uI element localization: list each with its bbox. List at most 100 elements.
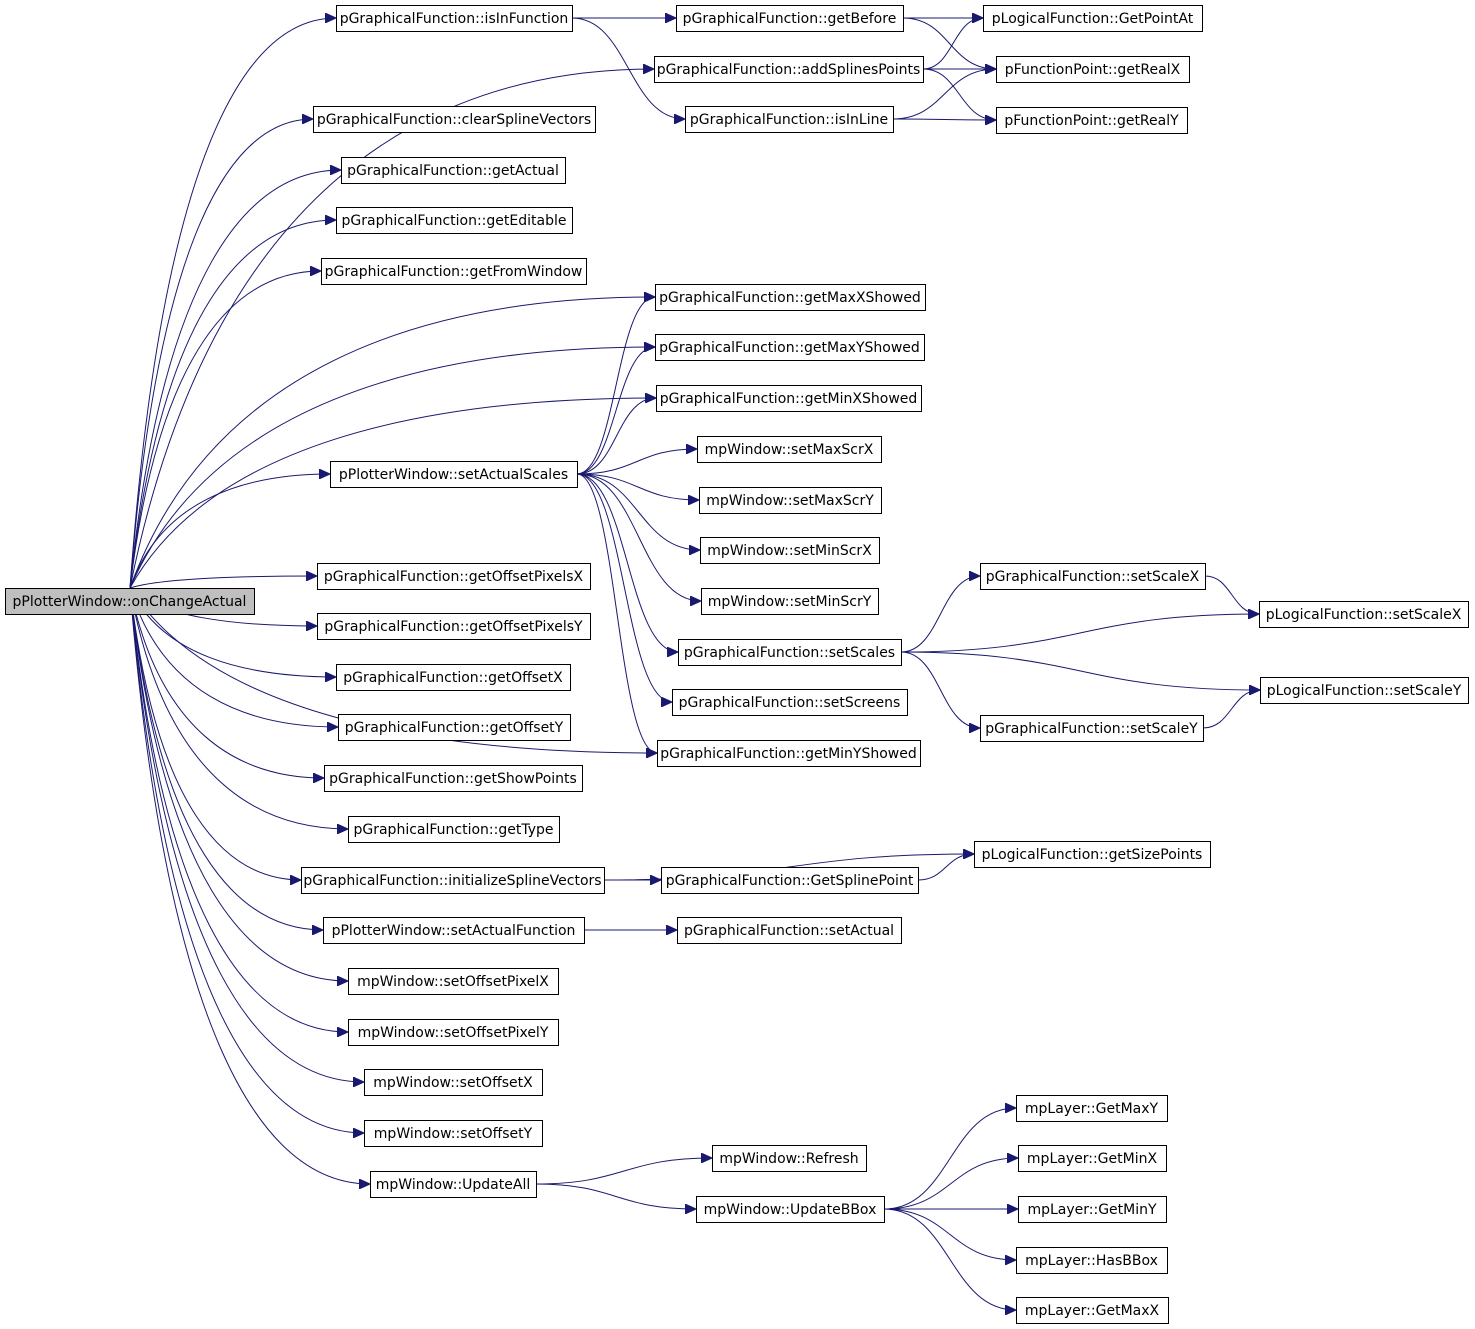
node-getEditable[interactable]: pGraphicalFunction::getEditable	[336, 207, 573, 234]
node-getType[interactable]: pGraphicalFunction::getType	[348, 816, 560, 843]
node-box[interactable]	[678, 639, 902, 666]
node-box[interactable]	[348, 1019, 559, 1046]
node-setActual[interactable]: pGraphicalFunction::setActual	[677, 917, 902, 944]
node-box[interactable]	[676, 5, 904, 32]
node-setMaxScrY[interactable]: mpWindow::setMaxScrY	[699, 487, 882, 514]
node-box[interactable]	[980, 715, 1204, 742]
node-GetPointAt[interactable]: pLogicalFunction::GetPointAt	[983, 5, 1203, 32]
node-box[interactable]	[655, 284, 926, 311]
node-box[interactable]	[330, 461, 578, 488]
node-box[interactable]	[348, 816, 560, 843]
node-getOffsetY[interactable]: pGraphicalFunction::getOffsetY	[338, 714, 571, 741]
node-getBefore[interactable]: pGraphicalFunction::getBefore	[676, 5, 904, 32]
node-setMaxScrX[interactable]: mpWindow::setMaxScrX	[697, 436, 882, 463]
node-box[interactable]	[1260, 677, 1469, 704]
node-box[interactable]	[685, 106, 894, 133]
node-setScaleXg[interactable]: pGraphicalFunction::setScaleX	[980, 563, 1206, 590]
node-box[interactable]	[317, 613, 591, 640]
node-GetMinY[interactable]: mpLayer::GetMinY	[1018, 1196, 1167, 1223]
node-UpdateAll[interactable]: mpWindow::UpdateAll	[370, 1171, 537, 1198]
node-UpdateBBox[interactable]: mpWindow::UpdateBBox	[696, 1196, 885, 1223]
node-box[interactable]	[672, 689, 908, 716]
node-box[interactable]	[677, 917, 902, 944]
node-GetMaxY[interactable]: mpLayer::GetMaxY	[1016, 1095, 1168, 1122]
node-box[interactable]	[980, 563, 1206, 590]
node-setScaleYl[interactable]: pLogicalFunction::setScaleY	[1260, 677, 1469, 704]
node-box[interactable]	[317, 563, 591, 590]
node-isInLine[interactable]: pGraphicalFunction::isInLine	[685, 106, 894, 133]
node-box[interactable]	[657, 740, 921, 767]
node-getMinYShowed[interactable]: pGraphicalFunction::getMinYShowed	[657, 740, 921, 767]
node-box[interactable]	[370, 1171, 537, 1198]
node-setOffsetPixelY[interactable]: mpWindow::setOffsetPixelY	[348, 1019, 559, 1046]
node-box[interactable]	[341, 157, 566, 184]
node-box[interactable]	[348, 968, 559, 995]
node-box[interactable]	[323, 917, 585, 944]
node-box[interactable]	[313, 106, 596, 133]
node-GetSplinePoint[interactable]: pGraphicalFunction::GetSplinePoint	[661, 867, 919, 894]
node-box[interactable]	[1018, 1145, 1167, 1172]
node-box[interactable]	[712, 1145, 867, 1172]
node-box[interactable]	[701, 588, 879, 615]
node-box[interactable]	[336, 5, 573, 32]
node-box[interactable]	[996, 56, 1190, 83]
node-setOffsetX[interactable]: mpWindow::setOffsetX	[364, 1069, 543, 1096]
node-setScreens[interactable]: pGraphicalFunction::setScreens	[672, 689, 908, 716]
node-box[interactable]	[321, 258, 587, 285]
node-setActualFunction[interactable]: pPlotterWindow::setActualFunction	[323, 917, 585, 944]
node-initializeSplineVectors[interactable]: pGraphicalFunction::initializeSplineVect…	[301, 867, 605, 894]
node-getMaxXShowed[interactable]: pGraphicalFunction::getMaxXShowed	[655, 284, 926, 311]
node-box[interactable]	[1016, 1297, 1169, 1324]
node-box[interactable]	[336, 207, 573, 234]
node-box[interactable]	[996, 107, 1188, 134]
node-getOffsetPixelsX[interactable]: pGraphicalFunction::getOffsetPixelsX	[317, 563, 591, 590]
node-addSplinesPoints[interactable]: pGraphicalFunction::addSplinesPoints	[654, 56, 924, 83]
node-Refresh[interactable]: mpWindow::Refresh	[712, 1145, 867, 1172]
node-setMinScrY[interactable]: mpWindow::setMinScrY	[701, 588, 879, 615]
node-clearSplineVectors[interactable]: pGraphicalFunction::clearSplineVectors	[313, 106, 596, 133]
node-box[interactable]	[699, 487, 882, 514]
node-getRealY[interactable]: pFunctionPoint::getRealY	[996, 107, 1188, 134]
node-box[interactable]	[338, 714, 571, 741]
node-getMinXShowed[interactable]: pGraphicalFunction::getMinXShowed	[656, 385, 922, 412]
node-box[interactable]	[1016, 1095, 1168, 1122]
node-box[interactable]	[661, 867, 919, 894]
node-box[interactable]	[983, 5, 1203, 32]
node-getRealX[interactable]: pFunctionPoint::getRealX	[996, 56, 1190, 83]
node-setMinScrX[interactable]: mpWindow::setMinScrX	[700, 537, 880, 564]
node-box[interactable]	[324, 765, 583, 792]
node-getOffsetPixelsY[interactable]: pGraphicalFunction::getOffsetPixelsY	[317, 613, 591, 640]
node-getShowPoints[interactable]: pGraphicalFunction::getShowPoints	[324, 765, 583, 792]
node-getOffsetX[interactable]: pGraphicalFunction::getOffsetX	[336, 664, 571, 691]
node-box[interactable]	[1018, 1196, 1167, 1223]
node-setActualScales[interactable]: pPlotterWindow::setActualScales	[330, 461, 578, 488]
node-onChangeActual[interactable]: pPlotterWindow::onChangeActual	[5, 588, 255, 615]
node-box[interactable]	[336, 664, 571, 691]
node-getSizePoints[interactable]: pLogicalFunction::getSizePoints	[974, 841, 1211, 868]
node-box[interactable]	[364, 1069, 543, 1096]
node-setScaleYg[interactable]: pGraphicalFunction::setScaleY	[980, 715, 1204, 742]
node-HasBBox[interactable]: mpLayer::HasBBox	[1016, 1247, 1168, 1274]
node-GetMaxX[interactable]: mpLayer::GetMaxX	[1016, 1297, 1169, 1324]
node-setScales[interactable]: pGraphicalFunction::setScales	[678, 639, 902, 666]
node-box[interactable]	[696, 1196, 885, 1223]
node-box[interactable]	[5, 588, 255, 615]
node-GetMinX[interactable]: mpLayer::GetMinX	[1018, 1145, 1167, 1172]
node-box[interactable]	[301, 867, 605, 894]
node-getMaxYShowed[interactable]: pGraphicalFunction::getMaxYShowed	[655, 334, 925, 361]
node-getActual[interactable]: pGraphicalFunction::getActual	[341, 157, 566, 184]
node-box[interactable]	[654, 56, 924, 83]
node-getFromWindow[interactable]: pGraphicalFunction::getFromWindow	[321, 258, 587, 285]
node-box[interactable]	[364, 1120, 543, 1147]
node-isInFunction[interactable]: pGraphicalFunction::isInFunction	[336, 5, 573, 32]
node-box[interactable]	[974, 841, 1211, 868]
node-box[interactable]	[1016, 1247, 1168, 1274]
node-setOffsetPixelX[interactable]: mpWindow::setOffsetPixelX	[348, 968, 559, 995]
node-setScaleXl[interactable]: pLogicalFunction::setScaleX	[1259, 601, 1469, 628]
node-box[interactable]	[697, 436, 882, 463]
node-setOffsetY[interactable]: mpWindow::setOffsetY	[364, 1120, 543, 1147]
node-box[interactable]	[1259, 601, 1469, 628]
node-box[interactable]	[655, 334, 925, 361]
node-box[interactable]	[700, 537, 880, 564]
node-box[interactable]	[656, 385, 922, 412]
